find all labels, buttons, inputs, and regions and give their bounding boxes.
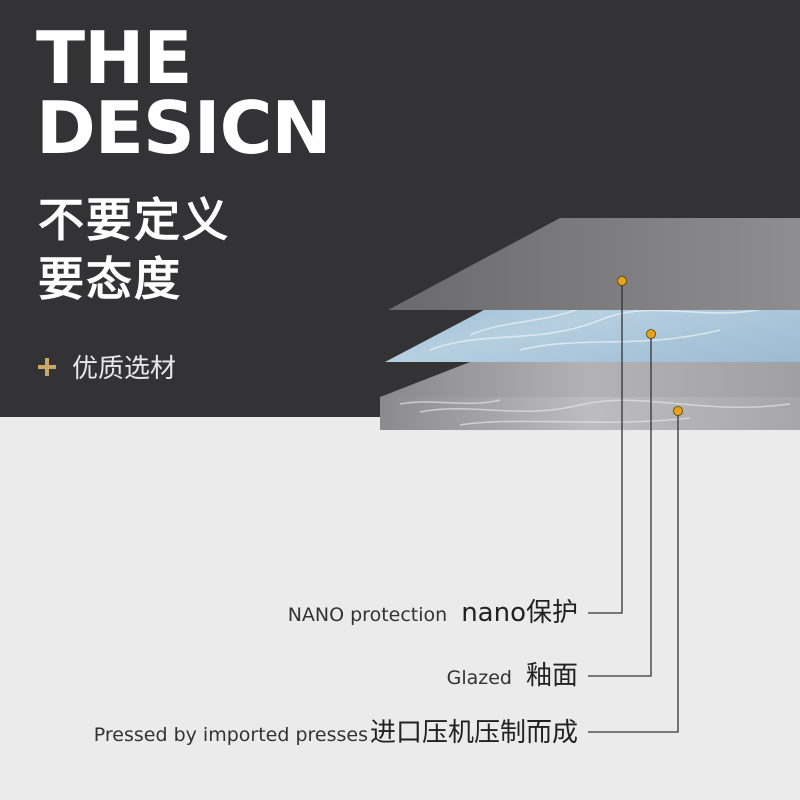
- marker-dot-icon: [646, 329, 656, 339]
- subheadline-line-1: 不要定义: [38, 193, 230, 247]
- headline-line-2: DESICN: [36, 86, 332, 170]
- feature-text: 优质选材: [72, 354, 177, 384]
- feature-item: 优质选材: [38, 348, 176, 385]
- leader-line-pressed: [588, 411, 679, 733]
- callout-pressed: Pressed by imported presses 进口压机压制而成: [94, 712, 578, 749]
- callout-glazed: Glazed 釉面: [447, 655, 578, 692]
- marker-dot-icon: [617, 276, 627, 286]
- nano-layer: [388, 218, 800, 310]
- base-slab-top: [380, 362, 800, 397]
- plus-icon: [38, 357, 56, 376]
- callout-label-en: Glazed: [446, 667, 512, 689]
- light-footer-panel: [0, 417, 800, 800]
- callout-label-cn: 进口压机压制而成: [369, 718, 578, 748]
- callout-label-en: NANO protection: [287, 604, 448, 626]
- callout-label-cn: 釉面: [525, 661, 578, 691]
- leader-line-glazed: [588, 334, 652, 677]
- marker-dot-icon: [673, 406, 683, 416]
- callout-label-cn: nano保护: [461, 598, 578, 628]
- callout-label-en: Pressed by imported presses: [93, 724, 368, 746]
- headline-line-1: THE: [36, 16, 193, 100]
- callout-nano-protection: NANO protection nano保护: [288, 592, 578, 629]
- marble-veins-base: [399, 399, 791, 426]
- subheadline-line-2: 要态度: [38, 252, 182, 306]
- leader-line-nano: [588, 281, 623, 614]
